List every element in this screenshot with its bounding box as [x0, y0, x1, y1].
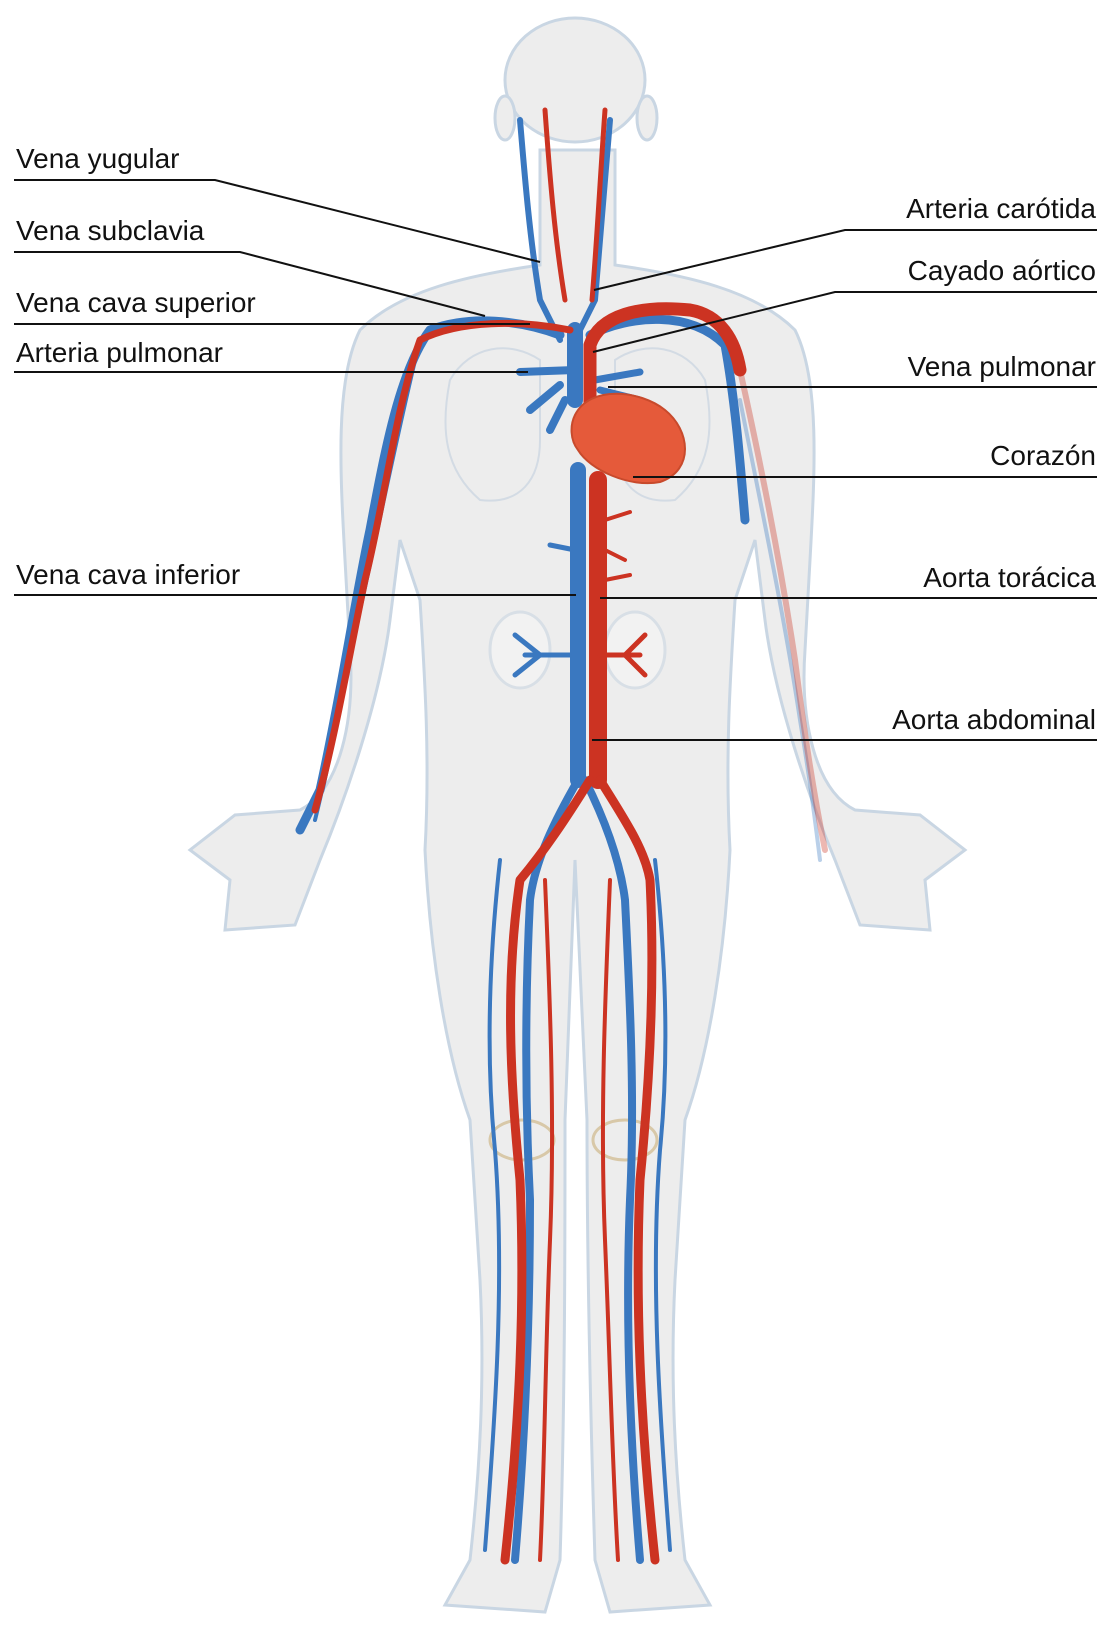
label-aorta-abdominal: Aorta abdominal — [892, 704, 1096, 735]
ear-left — [495, 96, 515, 140]
label-vena-subclavia: Vena subclavia — [16, 215, 205, 246]
label-vena-pulmonar: Vena pulmonar — [908, 351, 1096, 382]
label-vena-cava-superior: Vena cava superior — [16, 287, 256, 318]
head-outline — [505, 18, 645, 142]
label-arteria-carotida: Arteria carótida — [906, 193, 1096, 224]
label-corazon: Corazón — [990, 440, 1096, 471]
kidney-right — [605, 612, 665, 688]
label-cayado-aortico: Cayado aórtico — [908, 255, 1096, 286]
ear-right — [637, 96, 657, 140]
label-aorta-toracica: Aorta torácica — [923, 562, 1096, 593]
label-arteria-pulmonar: Arteria pulmonar — [16, 337, 223, 368]
kidney-left — [490, 612, 550, 688]
label-vena-yugular: Vena yugular — [16, 143, 179, 174]
label-vena-cava-inferior: Vena cava inferior — [16, 559, 240, 590]
